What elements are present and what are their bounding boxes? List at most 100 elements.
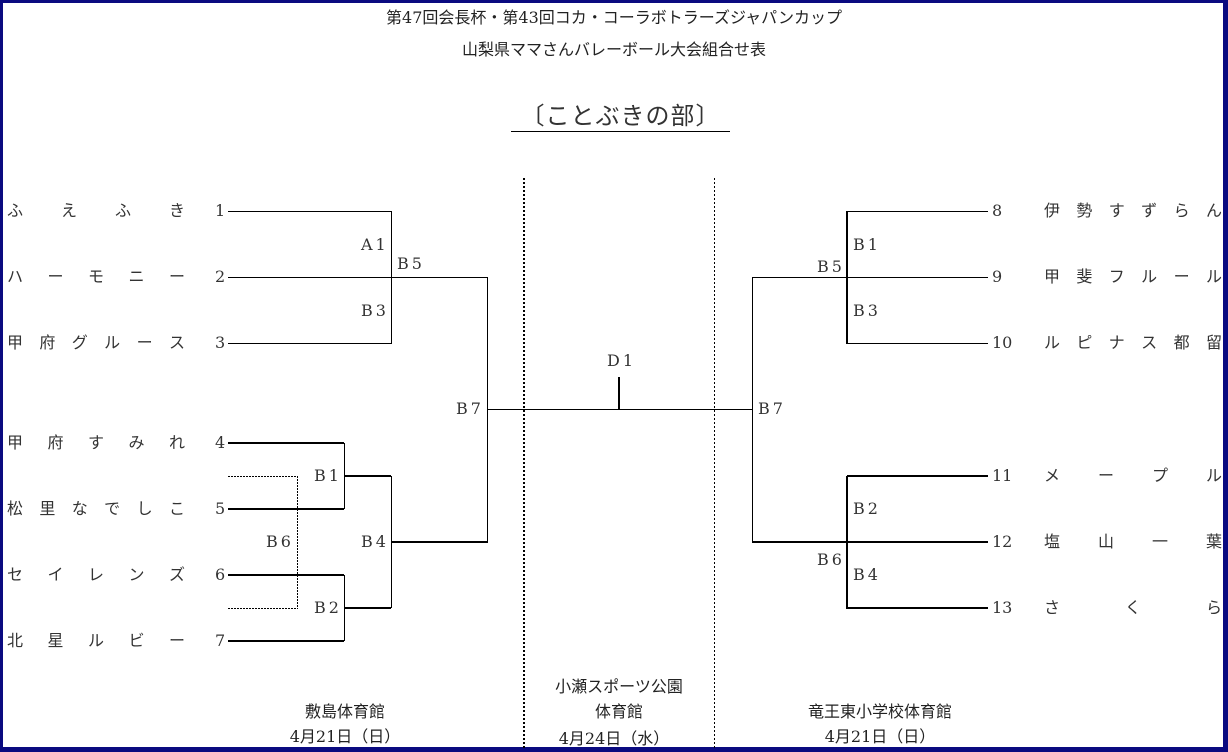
team-name-char: み: [128, 433, 145, 452]
team-name-char: ー: [136, 333, 153, 352]
team-name-char: し: [136, 499, 153, 518]
team-name-char: ル: [104, 333, 121, 352]
team-name-char: ル: [1205, 466, 1222, 485]
team-name-char: ズ: [168, 565, 185, 584]
team-name-char: す: [1108, 201, 1125, 220]
venue-left-date: 4月21日（日）: [289, 727, 401, 746]
team-name-char: ル: [1205, 267, 1222, 286]
match-label-left-b1: B1: [314, 466, 342, 485]
team-name-char: 伊: [1044, 201, 1061, 220]
team-seed-8: 8: [992, 201, 1003, 220]
team-name-12: 塩山一葉: [1044, 534, 1222, 550]
venue-right-name: 竜王東小学校体育館: [807, 702, 952, 721]
team-name-char: す: [87, 433, 104, 452]
team-name-char: え: [60, 201, 77, 220]
team-name-char: ス: [1141, 333, 1158, 352]
team-name-13: さくら: [1044, 600, 1222, 616]
team-seed-1: 1: [215, 201, 226, 220]
team-name-4: 甲府すみれ: [7, 435, 185, 451]
team-name-char: 府: [47, 433, 64, 452]
team-name-char: 北: [7, 631, 24, 650]
team-name-char: ふ: [114, 201, 131, 220]
team-name-char: イ: [47, 565, 64, 584]
team-name-char: 勢: [1076, 201, 1093, 220]
match-label-right-b5: B5: [817, 257, 845, 276]
team-seed-12: 12: [992, 532, 1013, 551]
venue-left-name: 敷島体育館: [304, 702, 385, 721]
match-label-right-b7: B7: [758, 399, 786, 418]
team-name-char: ス: [168, 333, 185, 352]
division-underline: [511, 131, 730, 132]
team-seed-4: 4: [215, 433, 226, 452]
match-label-right-b3: B3: [853, 301, 881, 320]
team-seed-7: 7: [215, 631, 226, 650]
team-name-char: プ: [1151, 466, 1168, 485]
match-label-right-b1: B1: [853, 235, 881, 254]
team-name-9: 甲斐フルール: [1044, 269, 1222, 285]
team-name-11: メープル: [1044, 468, 1222, 484]
match-label-right-b2: B2: [853, 499, 881, 518]
team-name-char: 甲: [7, 433, 24, 452]
team-seed-6: 6: [215, 565, 226, 584]
team-name-10: ルピナス都留: [1044, 335, 1222, 351]
team-name-char: 甲: [1044, 267, 1061, 286]
team-name-char: ル: [1141, 267, 1158, 286]
team-name-char: ず: [1141, 201, 1158, 220]
match-label-left-b3: B3: [361, 301, 389, 320]
venue-center-name-line1: 小瀬スポーツ公園: [555, 677, 683, 696]
team-name-char: ピ: [1076, 333, 1093, 352]
team-name-2: ハーモニー: [7, 269, 185, 285]
team-name-char: さ: [1044, 598, 1061, 617]
team-name-char: メ: [1044, 466, 1061, 485]
team-name-char: ふ: [7, 201, 24, 220]
match-label-left-b4: B4: [361, 532, 389, 551]
team-name-char: 都: [1173, 333, 1190, 352]
team-seed-9: 9: [992, 267, 1003, 286]
team-seed-5: 5: [215, 499, 226, 518]
match-label-left-b6: B6: [266, 532, 294, 551]
team-name-char: ん: [1205, 201, 1222, 220]
team-name-char: ー: [168, 267, 185, 286]
team-name-char: ら: [1205, 598, 1222, 617]
team-name-char: フ: [1108, 267, 1125, 286]
team-name-char: 松: [7, 499, 24, 518]
venue-center-name-line2: 体育館: [594, 702, 643, 721]
team-seed-3: 3: [215, 333, 226, 352]
team-name-char: ー: [1173, 267, 1190, 286]
team-name-char: 斐: [1076, 267, 1093, 286]
match-label-left-a1: A1: [361, 235, 389, 254]
team-name-char: ビ: [128, 631, 145, 650]
team-name-char: グ: [71, 333, 88, 352]
team-name-char: 一: [1151, 532, 1168, 551]
team-name-char: で: [104, 499, 121, 518]
tournament-title: 第47回会長杯・第43回コカ・コーラボトラーズジャパンカップ: [386, 8, 842, 27]
team-name-3: 甲府グルース: [7, 335, 185, 351]
team-name-char: 塩: [1044, 532, 1061, 551]
match-label-right-b4: B4: [853, 565, 881, 584]
venue-right-date: 4月21日（日）: [824, 727, 936, 746]
team-name-char: ー: [1097, 466, 1114, 485]
team-name-5: 松里なでしこ: [7, 501, 185, 517]
team-name-char: ハ: [7, 267, 24, 286]
match-label-left-b7: B7: [456, 399, 484, 418]
team-name-char: ル: [1044, 333, 1061, 352]
team-name-char: 里: [39, 499, 56, 518]
team-name-char: ー: [168, 631, 185, 650]
match-label-final-d1: D1: [607, 351, 637, 370]
team-name-char: ー: [47, 267, 64, 286]
team-name-char: れ: [168, 433, 185, 452]
team-name-char: ル: [87, 631, 104, 650]
team-name-char: く: [1124, 598, 1141, 617]
team-seed-11: 11: [992, 466, 1013, 485]
tournament-subtitle: 山梨県ママさんバレーボール大会組合せ表: [461, 40, 766, 59]
team-name-char: 府: [39, 333, 56, 352]
team-name-char: ン: [128, 565, 145, 584]
team-name-char: 甲: [7, 333, 24, 352]
team-seed-2: 2: [215, 267, 226, 286]
team-name-char: セ: [7, 565, 24, 584]
team-seed-10: 10: [992, 333, 1013, 352]
match-label-left-b2: B2: [314, 598, 342, 617]
venue-center-date: 4月24日（水）: [558, 729, 670, 748]
